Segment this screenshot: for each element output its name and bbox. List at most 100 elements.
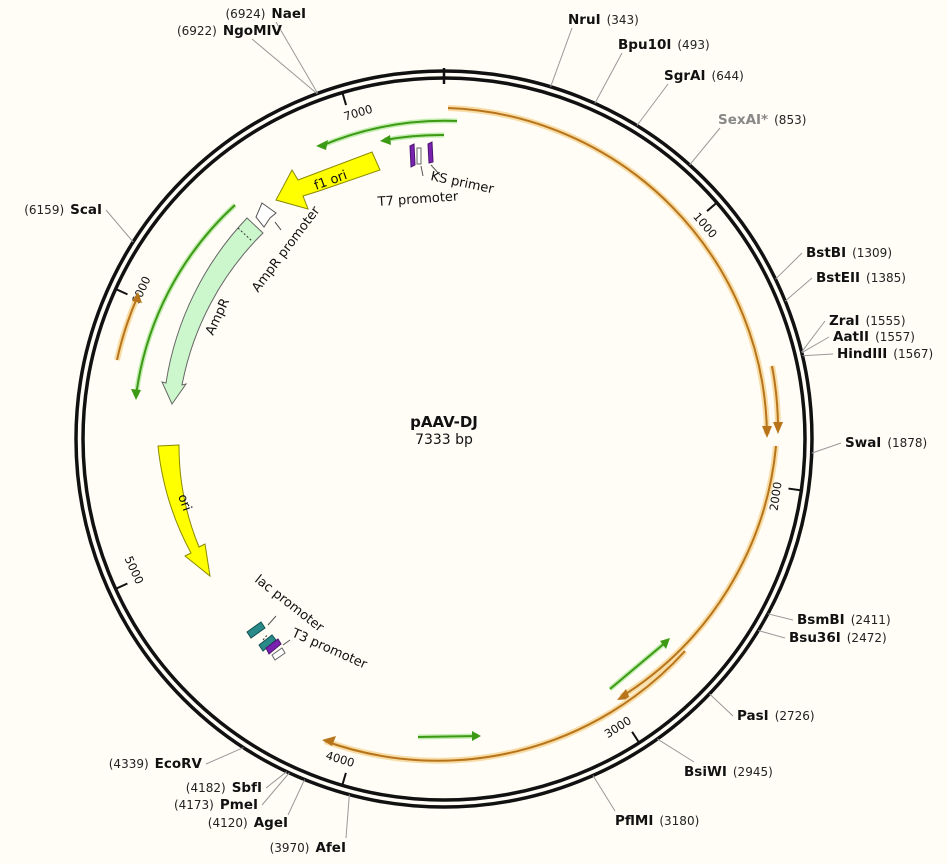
site-leader-line: [709, 693, 734, 717]
site-position: (4173): [174, 798, 214, 812]
site-position: (1567): [893, 347, 933, 361]
site-leader-line: [287, 779, 306, 816]
t7-promoter-label: T7 promoter: [376, 189, 459, 210]
site-leader-line: [689, 127, 721, 166]
site-position: (2472): [847, 631, 887, 645]
site-position: (6159): [24, 203, 64, 217]
site-leader-line: [105, 209, 134, 243]
site-name: PasI: [737, 708, 769, 724]
site-position: (1385): [866, 271, 906, 285]
green-features: [131, 118, 670, 741]
green-arrow-top-inner: [380, 132, 445, 145]
site-leader-line: [775, 252, 803, 280]
tick-label: 7000: [342, 102, 374, 124]
tick-mark: [341, 91, 348, 106]
site-position: (1878): [887, 436, 927, 450]
site-leader-line: [758, 630, 786, 639]
site-leader-line: [345, 794, 350, 839]
site-leader-line: [265, 771, 287, 789]
site-leader-line: [801, 320, 826, 353]
site-name: SwaI: [845, 435, 881, 451]
site-name: BstBI: [806, 245, 846, 261]
ori-label: ori: [174, 492, 194, 513]
tick-mark: [114, 287, 128, 296]
site-name: ZraI: [829, 313, 860, 329]
ori-feature: ori: [157, 444, 211, 578]
site-position: (493): [677, 38, 709, 52]
f1-ori-label: f1 ori: [312, 168, 349, 194]
orange-arc-bottom-right: [617, 445, 779, 700]
site-name: ScaI: [70, 202, 102, 218]
site-leader-line: [784, 277, 813, 302]
green-arrow-lower-right: [608, 638, 670, 691]
site-leader-line: [802, 353, 834, 357]
site-name: BstEII: [816, 270, 860, 286]
site-name: BsiWI: [684, 764, 727, 780]
site-name: AatII: [833, 329, 869, 345]
tick-mark: [631, 731, 641, 745]
site-leader-line: [261, 772, 290, 806]
ks-t7-features: KS primer T7 promoter: [376, 141, 496, 210]
site-name: AgeI: [254, 815, 288, 831]
site-name: SexAI*: [718, 112, 768, 128]
green-arrow-bottom: [417, 731, 481, 741]
site-position: (4182): [186, 781, 226, 795]
site-name: SgrAI: [664, 68, 706, 84]
site-leader-line: [550, 27, 573, 87]
site-leader-line: [205, 747, 244, 765]
site-position: (2945): [733, 765, 773, 779]
site-position: (6922): [177, 24, 217, 38]
site-name: HindIII: [837, 346, 887, 362]
f1-ori-feature: f1 ori: [275, 151, 381, 210]
orange-features: [114, 105, 783, 764]
site-leader-line: [275, 21, 319, 94]
tick-mark: [706, 201, 719, 212]
site-name: NruI: [568, 12, 601, 28]
site-name: NgoMIV: [223, 23, 283, 39]
orange-arc-bottom: [322, 648, 688, 764]
plasmid-name: pAAV-DJ: [410, 413, 478, 431]
site-position: (1309): [852, 246, 892, 260]
site-name: AfeI: [315, 840, 346, 856]
site-leader-line: [592, 775, 616, 812]
tick-label: 5000: [122, 554, 147, 586]
site-name: PflMI: [615, 813, 653, 829]
site-position: (1555): [866, 314, 906, 328]
lac-t3-features: lac promoter T3 promoter: [246, 572, 370, 673]
site-leader-line: [801, 336, 830, 354]
tick-mark: [788, 487, 803, 492]
site-name: PmeI: [220, 797, 258, 813]
site-leader-line: [636, 83, 669, 126]
site-position: (4120): [208, 816, 248, 830]
site-position: (4339): [109, 757, 149, 771]
site-position: (1557): [875, 330, 915, 344]
green-arrow-left: [131, 203, 237, 400]
tick-mark: [114, 582, 128, 591]
green-arrow-top-outer: [316, 118, 458, 150]
orange-arc-left: [114, 292, 142, 361]
site-name: NaeI: [271, 6, 306, 22]
site-name: BsmBI: [797, 612, 845, 628]
site-position: (6924): [226, 7, 266, 21]
site-leader-line: [811, 442, 842, 454]
site-position: (2726): [775, 709, 815, 723]
site-name: Bsu36I: [789, 630, 841, 646]
site-position: (3180): [659, 814, 699, 828]
plasmid-length: 7333 bp: [415, 432, 473, 448]
restriction-sites: NaeI (6924) NgoMIV (6922) NruI (343) Bpu10I (49…: [24, 6, 933, 856]
site-leader-line: [594, 52, 623, 104]
site-position: (644): [712, 69, 744, 83]
site-position: (3970): [270, 841, 310, 855]
ampr-feature: AmpR: [161, 217, 264, 406]
site-name: SbfI: [232, 780, 262, 796]
site-position: (343): [607, 13, 639, 27]
site-name: Bpu10I: [618, 37, 671, 53]
site-position: (2411): [851, 613, 891, 627]
site-leader-line: [251, 38, 318, 94]
orange-arc-top-right: [447, 105, 772, 438]
orange-arc-short-right: [769, 365, 783, 434]
tick-mark: [340, 772, 347, 787]
ampr-promoter-feature: AmpR promoter: [249, 202, 324, 295]
t3-promoter-label: T3 promoter: [288, 626, 369, 673]
